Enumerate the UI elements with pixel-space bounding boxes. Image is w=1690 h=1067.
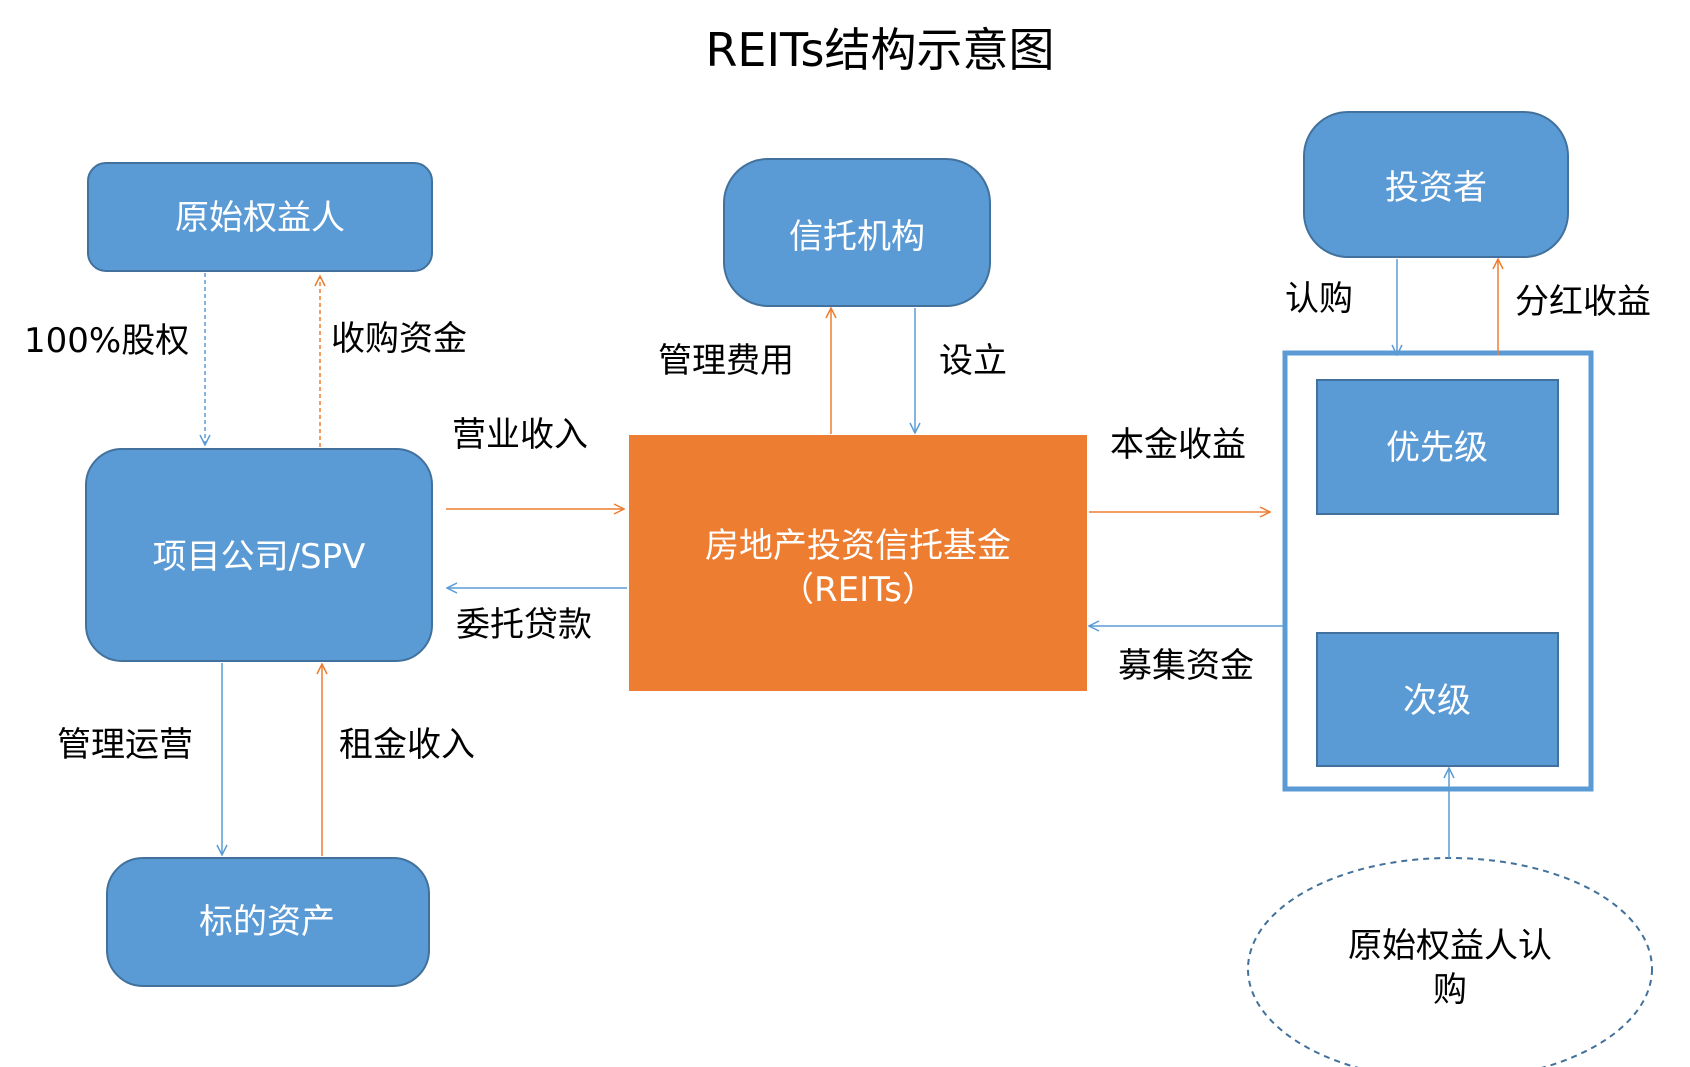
trust-institution-label: 信托机构 [789, 217, 925, 257]
senior-tranche-label: 优先级 [1386, 428, 1488, 468]
operating-income-label: 营业收入 [452, 415, 588, 455]
original-owner-subscribe-label-line2: 购 [1433, 970, 1467, 1010]
project-company-label: 项目公司/SPV [153, 537, 366, 577]
entrusted-loan-label: 委托贷款 [456, 605, 592, 645]
reits-fund-label-line2: （REITs） [780, 570, 936, 610]
subscribe-label: 认购 [1285, 279, 1353, 319]
acquisition-funds-label: 收购资金 [331, 319, 467, 359]
establish-label: 设立 [939, 341, 1007, 381]
original-owner-label: 原始权益人 [175, 198, 345, 238]
original-owner-subscribe-label-line1: 原始权益人认 [1348, 926, 1552, 966]
raised-funds-label: 募集资金 [1118, 646, 1254, 686]
management-operation-label: 管理运营 [57, 725, 193, 765]
trust-institution-node [723, 158, 991, 307]
reits-fund-label-line1: 房地产投资信托基金 [705, 526, 1011, 566]
senior-tranche-node [1316, 379, 1559, 515]
rental-income-label: 租金收入 [339, 725, 475, 765]
project-company-node [85, 448, 433, 662]
reits-fund-node [629, 435, 1087, 691]
investor-node [1303, 111, 1569, 258]
original-owner-subscribe-node [1247, 857, 1653, 1067]
original-owner-node [87, 162, 433, 272]
underlying-asset-node [106, 857, 430, 987]
principal-return-label: 本金收益 [1110, 425, 1246, 465]
equity-label: 100%股权 [24, 321, 189, 361]
dividend-return-label: 分红收益 [1515, 282, 1651, 322]
subordinate-tranche-label: 次级 [1403, 681, 1471, 721]
underlying-asset-label: 标的资产 [199, 902, 335, 942]
management-fee-label: 管理费用 [658, 341, 794, 381]
subordinate-tranche-node [1316, 632, 1559, 767]
investor-label: 投资者 [1385, 168, 1487, 208]
diagram-title: REITs结构示意图 [705, 23, 1054, 77]
